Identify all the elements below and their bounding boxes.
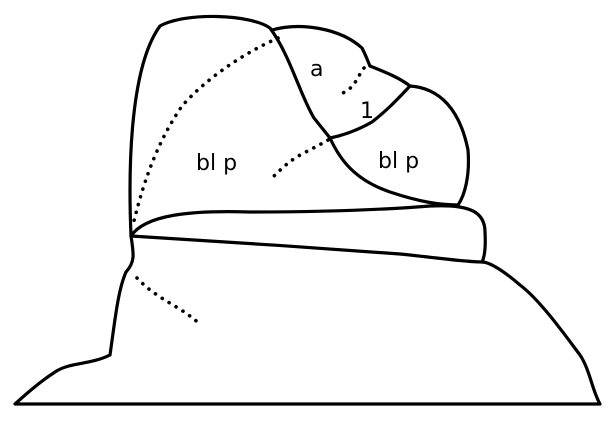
- dotted-line-left-upper: [133, 38, 278, 225]
- label-blp-right: bl p: [378, 149, 419, 174]
- base-mound-outline: [15, 236, 600, 404]
- dotted-line-center: [270, 140, 328, 180]
- label-a: a: [310, 57, 323, 82]
- right-region-upper-outline: [370, 66, 468, 205]
- middle-band-lower-edge: [131, 236, 482, 262]
- dotted-line-near-a: [340, 68, 364, 94]
- dotted-line-base: [137, 278, 200, 324]
- upper-left-lobe-outline: [130, 16, 330, 236]
- middle-band-outline: [131, 206, 485, 262]
- label-blp-left: bl p: [196, 151, 237, 176]
- label-1: 1: [360, 99, 374, 124]
